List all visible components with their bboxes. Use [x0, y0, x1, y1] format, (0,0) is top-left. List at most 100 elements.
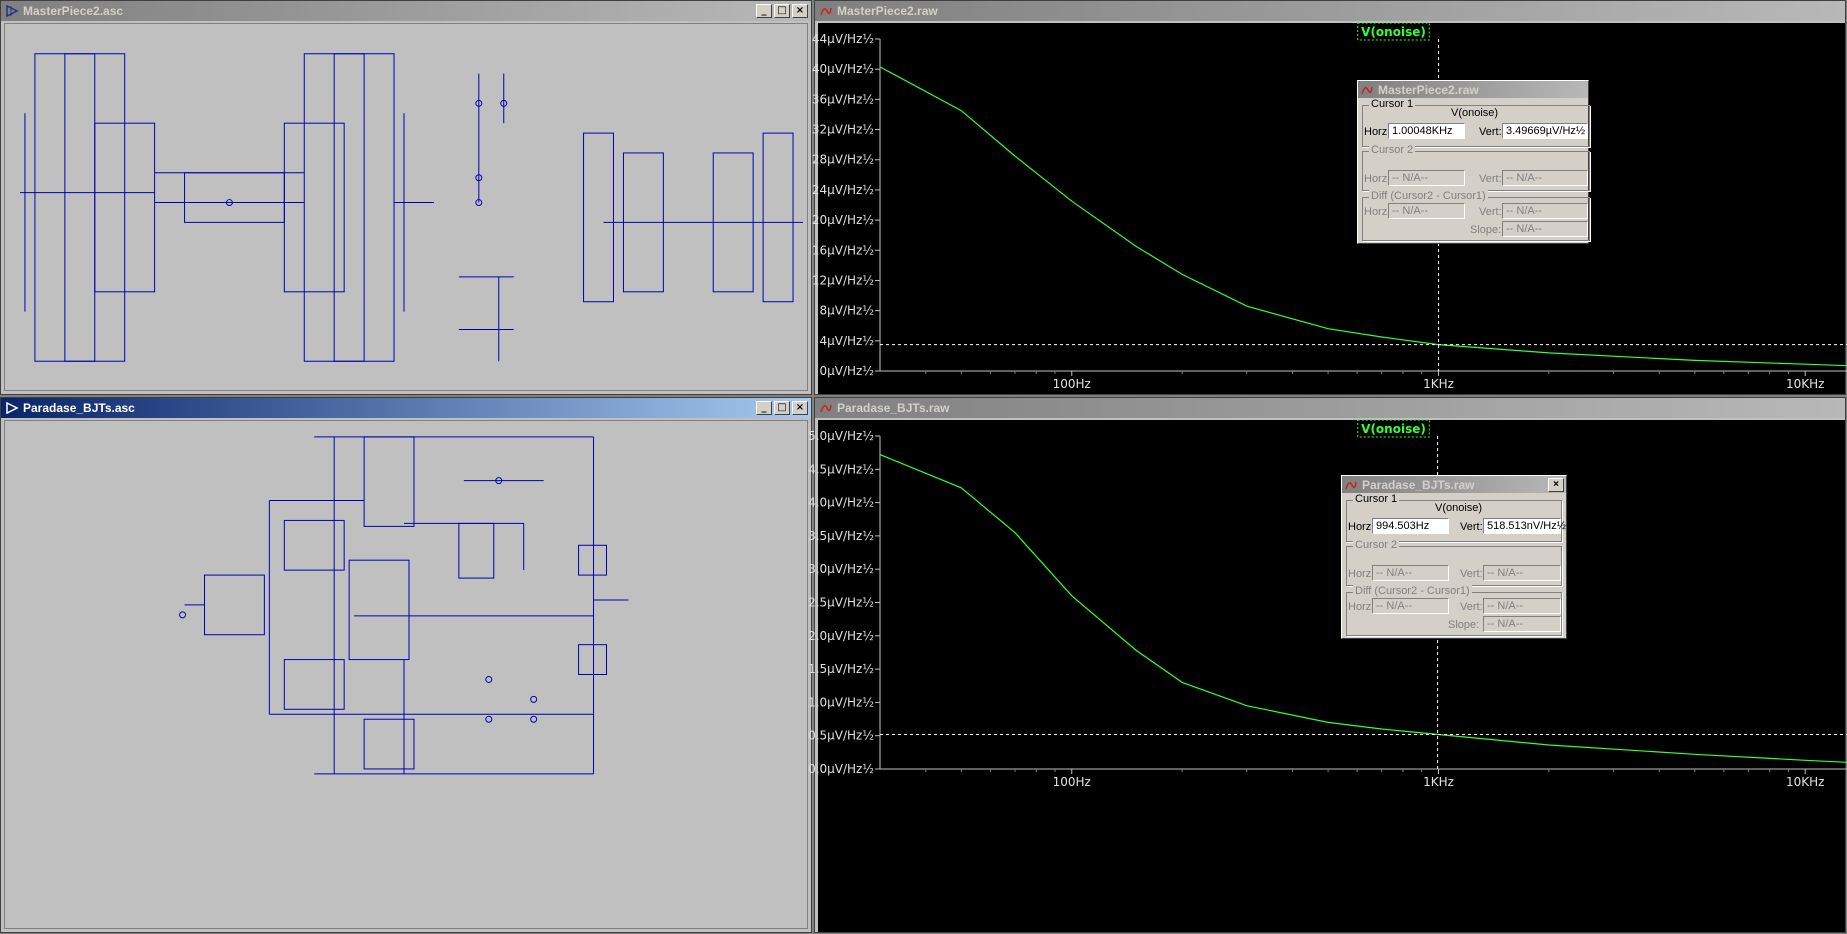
schematic-app-icon	[5, 401, 19, 415]
window-titlebar[interactable]: Paradase_BJTs.asc _ □ ×	[1, 398, 811, 418]
cursor1-vert-field[interactable]: 3.49669µV/Hz½	[1502, 123, 1588, 139]
y-tick-label: 32µV/Hz½	[812, 123, 874, 137]
y-tick-label: 16µV/Hz½	[812, 243, 874, 257]
window-titlebar[interactable]: Paradase_BJTs.raw	[815, 398, 1845, 418]
diff-vert-field: -- N/A--	[1483, 598, 1561, 614]
window-title: MasterPiece2.raw	[837, 4, 1845, 18]
noise-plot-1[interactable]: 44µV/Hz½40µV/Hz½36µV/Hz½32µV/Hz½28µV/Hz½…	[818, 23, 1847, 396]
cursor2-label: Cursor 2	[1353, 539, 1399, 551]
y-tick-label: 1.0µV/Hz½	[808, 695, 874, 709]
horz-label: Horz:	[1348, 521, 1374, 533]
cursor1-vert-field[interactable]: 518.513nV/Hz½	[1483, 518, 1561, 534]
y-tick-label: 3.0µV/Hz½	[808, 562, 874, 576]
cursor2-vert-field: -- N/A--	[1502, 170, 1588, 186]
cursor-dialog[interactable]: Paradase_BJTs.raw × Cursor 1 V(onoise) H…	[1341, 475, 1567, 639]
y-tick-label: 2.0µV/Hz½	[808, 629, 874, 643]
x-tick-label: 1KHz	[1423, 775, 1454, 789]
cursor-dialog-title: Paradase_BJTs.raw	[1362, 478, 1548, 492]
y-tick-label: 4.5µV/Hz½	[808, 462, 874, 476]
minimize-button[interactable]: _	[756, 401, 772, 415]
maximize-button[interactable]: □	[774, 401, 790, 415]
y-tick-label: 44µV/Hz½	[812, 32, 874, 46]
minimize-button[interactable]: _	[756, 4, 772, 18]
schematic-canvas[interactable]	[4, 420, 808, 929]
y-tick-label: 3.5µV/Hz½	[808, 529, 874, 543]
slope-field: -- N/A--	[1502, 221, 1588, 237]
x-tick-label: 10KHz	[1786, 377, 1824, 391]
y-tick-label: 0µV/Hz½	[820, 364, 874, 378]
cursor2-label: Cursor 2	[1369, 144, 1415, 156]
slope-label: Slope:	[1448, 619, 1479, 631]
vert-label: Vert:	[1460, 601, 1483, 613]
cursor-dialog-titlebar[interactable]: MasterPiece2.raw	[1358, 81, 1588, 98]
y-tick-label: 20µV/Hz½	[812, 213, 874, 227]
y-tick-label: 5.0µV/Hz½	[808, 429, 874, 443]
vert-label: Vert:	[1460, 568, 1483, 580]
cursor1-horz-field[interactable]: 994.503Hz	[1372, 518, 1449, 534]
y-tick-label: 4.0µV/Hz½	[808, 496, 874, 510]
cursor1-label: Cursor 1	[1353, 493, 1399, 505]
schematic-canvas[interactable]	[4, 23, 808, 391]
cursor-dialog-icon	[1361, 84, 1375, 96]
y-tick-label: 24µV/Hz½	[812, 183, 874, 197]
cursor1-trace: V(onoise)	[1451, 107, 1498, 119]
cursor2-vert-field: -- N/A--	[1483, 565, 1561, 581]
x-tick-label: 100Hz	[1053, 775, 1091, 789]
vert-label: Vert:	[1479, 126, 1502, 138]
y-tick-label: 1.5µV/Hz½	[808, 662, 874, 676]
slope-field: -- N/A--	[1483, 616, 1561, 632]
diff-label: Diff (Cursor2 - Cursor1)	[1353, 585, 1472, 597]
maximize-button[interactable]: □	[774, 4, 790, 18]
close-button[interactable]: ×	[792, 401, 808, 415]
window-title: MasterPiece2.asc	[23, 4, 756, 18]
waveform-app-icon	[819, 401, 833, 415]
schematic-window-paradase[interactable]: Paradase_BJTs.asc _ □ ×	[0, 397, 812, 933]
cursor1-label: Cursor 1	[1369, 98, 1415, 110]
noise-plot-2[interactable]: 5.0µV/Hz½4.5µV/Hz½4.0µV/Hz½3.5µV/Hz½3.0µ…	[818, 420, 1847, 934]
horz-label: Horz:	[1348, 568, 1374, 580]
window-title: Paradase_BJTs.raw	[837, 401, 1845, 415]
vert-label: Vert:	[1479, 173, 1502, 185]
cursor2-horz-field: -- N/A--	[1372, 565, 1449, 581]
window-titlebar[interactable]: MasterPiece2.raw	[815, 1, 1845, 21]
trace-label[interactable]: V(onoise)	[1361, 25, 1426, 39]
y-tick-label: 2.5µV/Hz½	[808, 596, 874, 610]
x-tick-label: 100Hz	[1053, 377, 1091, 391]
cursor1-horz-field[interactable]: 1.00048KHz	[1388, 123, 1465, 139]
window-titlebar[interactable]: MasterPiece2.asc _ □ ×	[1, 1, 811, 21]
slope-label: Slope:	[1470, 224, 1501, 236]
close-button[interactable]: ×	[1548, 478, 1564, 492]
cursor-dialog[interactable]: MasterPiece2.raw Cursor 1 V(onoise) Horz…	[1357, 80, 1589, 244]
y-tick-label: 40µV/Hz½	[812, 62, 874, 76]
cursor-dialog-titlebar[interactable]: Paradase_BJTs.raw ×	[1342, 476, 1566, 493]
close-button[interactable]: ×	[792, 4, 808, 18]
y-tick-label: 12µV/Hz½	[812, 273, 874, 287]
schematic-app-icon	[5, 4, 19, 18]
vert-label: Vert:	[1460, 521, 1483, 533]
trace-label[interactable]: V(onoise)	[1361, 422, 1426, 436]
y-tick-label: 4µV/Hz½	[820, 334, 874, 348]
schematic-drawing[interactable]	[5, 421, 807, 928]
diff-horz-field: -- N/A--	[1372, 598, 1449, 614]
y-tick-label: 36µV/Hz½	[812, 92, 874, 106]
cursor-dialog-title: MasterPiece2.raw	[1378, 83, 1588, 97]
window-title: Paradase_BJTs.asc	[23, 401, 756, 415]
horz-label: Horz:	[1364, 126, 1390, 138]
diff-vert-field: -- N/A--	[1502, 203, 1588, 219]
horz-label: Horz:	[1364, 206, 1390, 218]
schematic-window-masterpiece2[interactable]: MasterPiece2.asc _ □ ×	[0, 0, 812, 395]
cursor-dialog-icon	[1345, 479, 1359, 491]
schematic-drawing[interactable]	[5, 24, 807, 390]
horz-label: Horz:	[1348, 601, 1374, 613]
diff-label: Diff (Cursor2 - Cursor1)	[1369, 190, 1488, 202]
diff-horz-field: -- N/A--	[1388, 203, 1465, 219]
y-tick-label: 0.0µV/Hz½	[808, 762, 874, 776]
x-tick-label: 1KHz	[1423, 377, 1454, 391]
waveform-app-icon	[819, 4, 833, 18]
vert-label: Vert:	[1479, 206, 1502, 218]
cursor1-trace: V(onoise)	[1435, 502, 1482, 514]
